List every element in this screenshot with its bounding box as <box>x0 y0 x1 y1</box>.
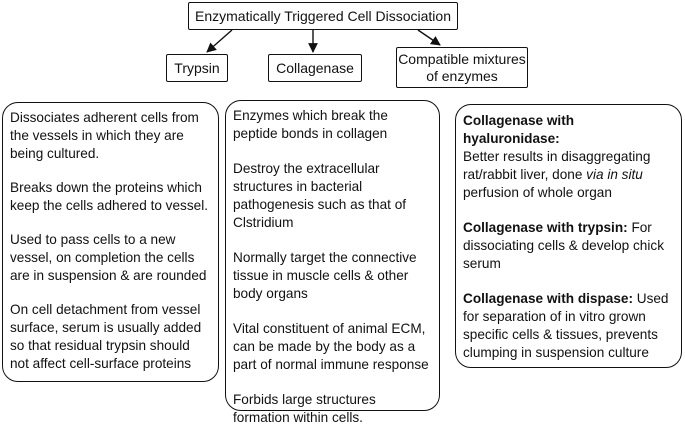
trypsin-point: Used to pass cells to a new vessel, on c… <box>10 232 207 283</box>
mixture-heading: Collagenase with dispase: <box>463 291 633 306</box>
mixture-text: Better results in disaggregating rat/rab… <box>463 149 651 182</box>
mixture-heading: Collagenase with trypsin: <box>463 220 628 235</box>
collagenase-panel: Enzymes which break the peptide bonds in… <box>225 100 440 425</box>
collagenase-point: Forbids large structures formation withi… <box>233 392 376 425</box>
mixture-trypsin: Collagenase with trypsin: For dissociati… <box>463 219 674 273</box>
arrow-to-mixtures <box>417 29 441 46</box>
mixture-text: perfusion of whole organ <box>463 185 612 200</box>
trypsin-panel: Dissociates adherent cells from the vess… <box>2 102 219 382</box>
collagenase-point: Enzymes which break the peptide bonds in… <box>233 108 388 141</box>
arrow-to-trypsin <box>206 29 233 53</box>
mixture-text: Used for separation of in vitro grown sp… <box>463 291 669 360</box>
collagenase-point: Vital constituent of animal ECM, can be … <box>233 321 429 372</box>
mixture-text: For dissociating cells & develop chick s… <box>463 220 664 271</box>
mixture-text-italic: via in situ <box>586 167 643 182</box>
mixtures-label-line1: Compatible mixtures <box>398 50 526 67</box>
mixtures-label-line2: of enzymes <box>426 67 498 84</box>
trypsin-point: Dissociates adherent cells from the vess… <box>10 110 199 161</box>
collagenase-point: Normally target the connective tissue in… <box>233 250 417 301</box>
trypsin-point: On cell detachment from vessel surface, … <box>10 302 202 371</box>
collagenase-point: Destroy the extracellular structures in … <box>233 161 407 230</box>
connector-arrows <box>206 29 441 53</box>
category-trypsin: Trypsin <box>166 54 228 82</box>
mixture-dispase: Collagenase with dispase: Used for separ… <box>463 290 674 362</box>
trypsin-point: Breaks down the proteins which keep the … <box>10 180 208 213</box>
category-collagenase: Collagenase <box>268 54 362 82</box>
mixture-hyaluronidase: Collagenase with hyaluronidase: Better r… <box>463 112 674 202</box>
mixtures-panel: Collagenase with hyaluronidase: Better r… <box>455 104 682 368</box>
diagram-title: Enzymatically Triggered Cell Dissociatio… <box>188 2 458 30</box>
mixture-heading: Collagenase with hyaluronidase: <box>463 113 575 146</box>
category-compatible-mixtures: Compatible mixtures of enzymes <box>396 47 528 88</box>
